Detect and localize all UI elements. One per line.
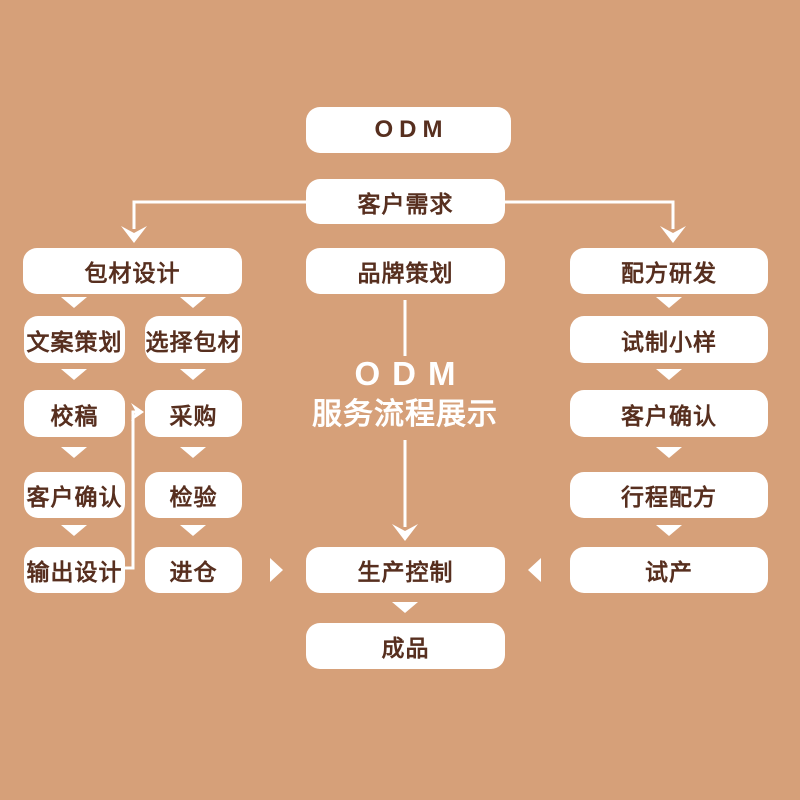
flow-node-label: 输出设计 xyxy=(26,559,123,585)
flow-node-label: 客户确认 xyxy=(621,402,717,429)
center-title: ODM 服务流程展示 xyxy=(312,355,498,432)
center-title-line-2: 服务流程展示 xyxy=(312,398,498,432)
flow-node-customer-confirm-right: 客户确认 xyxy=(570,390,768,437)
arrow-warehousing-to-production-control xyxy=(270,558,283,582)
arrowhead-into-packaging-design xyxy=(121,226,147,243)
flow-node-label: 客户确认 xyxy=(26,484,123,510)
arrowhead-into-formula-rd xyxy=(660,226,686,243)
connector-customer-needs-to-formula-rd xyxy=(505,200,675,229)
flow-node-label: ODM xyxy=(374,116,449,143)
flow-node-output-design: 输出设计 xyxy=(24,547,125,593)
flow-node-copywriting: 文案策划 xyxy=(24,316,125,363)
flow-node-production-control: 生产控制 xyxy=(306,547,505,593)
flow-node-label: 品牌策划 xyxy=(357,260,454,286)
arrow-customer-confirm-to-process-formula xyxy=(656,447,682,458)
flow-node-finished-product: 成品 xyxy=(306,623,505,669)
flow-node-label: 试制小样 xyxy=(621,328,717,355)
arrowhead-into-purchasing xyxy=(131,403,144,421)
arrow-packaging-design-to-copywriting xyxy=(61,297,87,308)
flow-node-label: 文案策划 xyxy=(26,328,123,355)
flow-node-label: 配方研发 xyxy=(621,260,717,286)
arrow-customer-confirm-to-output-design xyxy=(61,525,87,536)
arrow-proofreading-to-customer-confirm xyxy=(61,447,87,458)
flow-node-packaging-design: 包材设计 xyxy=(23,248,242,294)
arrow-inspection-to-warehousing xyxy=(180,525,206,536)
arrow-select-packaging-to-purchasing xyxy=(180,369,206,380)
arrowhead-into-production-control xyxy=(392,524,418,541)
flow-node-label: 选择包材 xyxy=(145,328,242,355)
arrow-trial-production-to-production-control xyxy=(528,558,541,582)
connector-output-design-to-purchasing xyxy=(125,410,136,570)
connector-customer-needs-to-packaging-design xyxy=(132,200,306,229)
flow-node-label: 进仓 xyxy=(169,559,218,585)
flow-node-proofreading: 校稿 xyxy=(24,390,125,437)
flow-node-formula-rd: 配方研发 xyxy=(570,248,768,294)
arrow-copywriting-to-proofreading xyxy=(61,369,87,380)
flow-node-label: 校稿 xyxy=(50,402,99,429)
flow-node-customer-confirm-left: 客户确认 xyxy=(24,472,125,518)
flow-node-odm: ODM xyxy=(306,107,511,153)
flow-node-label: 采购 xyxy=(169,402,218,429)
arrow-trial-sample-to-customer-confirm xyxy=(656,369,682,380)
flow-node-customer-needs: 客户需求 xyxy=(306,179,505,224)
flow-node-label: 试产 xyxy=(645,559,693,585)
flow-node-label: 检验 xyxy=(169,484,218,510)
flow-node-label: 生产控制 xyxy=(357,559,454,585)
center-title-line-1: ODM xyxy=(354,355,468,392)
flow-node-label: 包材设计 xyxy=(84,260,181,286)
arrow-production-control-to-finished-product xyxy=(392,602,418,613)
flow-node-brand-planning: 品牌策划 xyxy=(306,248,505,294)
arrow-formula-rd-to-trial-sample xyxy=(656,297,682,308)
flow-node-trial-sample: 试制小样 xyxy=(570,316,768,363)
arrow-purchasing-to-inspection xyxy=(180,447,206,458)
flow-node-inspection: 检验 xyxy=(145,472,242,518)
flow-node-warehousing: 进仓 xyxy=(145,547,242,593)
flow-node-trial-production: 试产 xyxy=(570,547,768,593)
flow-node-label: 客户需求 xyxy=(357,190,454,217)
arrow-packaging-design-to-select-packaging xyxy=(180,297,206,308)
flow-node-label: 行程配方 xyxy=(621,484,717,510)
arrow-process-formula-to-trial-production xyxy=(656,525,682,536)
flow-node-process-formula: 行程配方 xyxy=(570,472,768,518)
flow-node-label: 成品 xyxy=(381,635,430,661)
flow-node-select-packaging: 选择包材 xyxy=(145,316,242,363)
flow-node-purchasing: 采购 xyxy=(145,390,242,437)
